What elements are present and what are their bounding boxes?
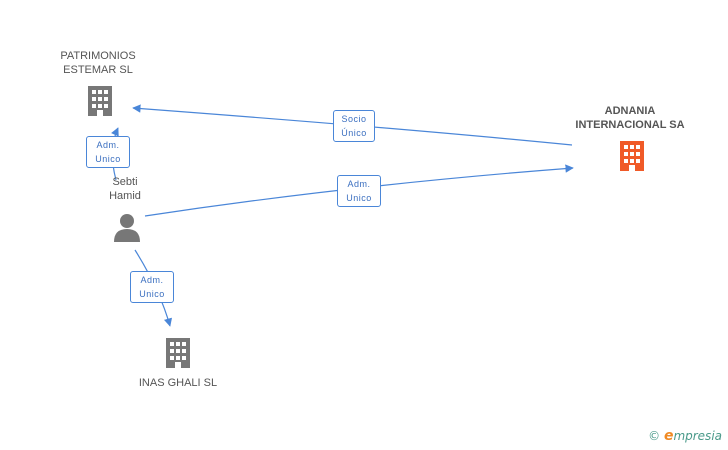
edge-label-socio-unico: Socio Único [333,110,375,142]
node-label-patrimonios-line2: ESTEMAR SL [63,64,133,76]
node-label-adnania-line2: INTERNACIONAL SA [575,119,685,131]
edge-label-adm-unico-adnania: Adm. Unico [337,175,381,207]
edge-label-adm-unico-patrimonios-line1: Adm. [96,140,120,150]
node-label-sebti[interactable]: Sebti Hamid [95,175,155,203]
edge-label-adm-unico-patrimonios: Adm. Unico [86,136,130,168]
edge-label-socio-unico-line2: Único [341,128,367,138]
person-icon-sebti[interactable] [114,214,140,242]
building-icon-inas[interactable] [166,338,190,368]
brand-initial: e [663,428,674,444]
node-label-patrimonios-line1: PATRIMONIOS [60,50,136,62]
edge-adnania-to-patrimonios [132,104,573,146]
node-label-inas-line1: INAS GHALI SL [138,377,218,389]
node-label-sebti-line1: Sebti [112,176,138,188]
edge-label-socio-unico-line1: Socio [341,114,367,124]
building-icon-patrimonios[interactable] [88,86,112,116]
edge-label-adm-unico-inas: Adm. Unico [130,271,174,303]
copyright-symbol: © [648,429,661,443]
node-label-sebti-line2: Hamid [109,190,141,202]
edge-label-adm-unico-adnania-line1: Adm. [347,179,371,189]
node-label-adnania-line1: ADNANIA [604,105,656,117]
edge-label-adm-unico-patrimonios-line2: Unico [95,154,121,164]
node-label-inas[interactable]: INAS GHALI SL [118,376,238,390]
brand-rest: mpresia [673,429,722,443]
building-icon-adnania[interactable] [620,141,644,171]
node-label-patrimonios[interactable]: PATRIMONIOS ESTEMAR SL [38,49,158,77]
node-label-adnania[interactable]: ADNANIA INTERNACIONAL SA [560,104,700,132]
edge-label-adm-unico-inas-line2: Unico [139,289,165,299]
edge-label-adm-unico-inas-line1: Adm. [140,275,164,285]
empresia-logo[interactable]: © empresia [648,428,722,444]
edge-label-adm-unico-adnania-line2: Unico [346,193,372,203]
